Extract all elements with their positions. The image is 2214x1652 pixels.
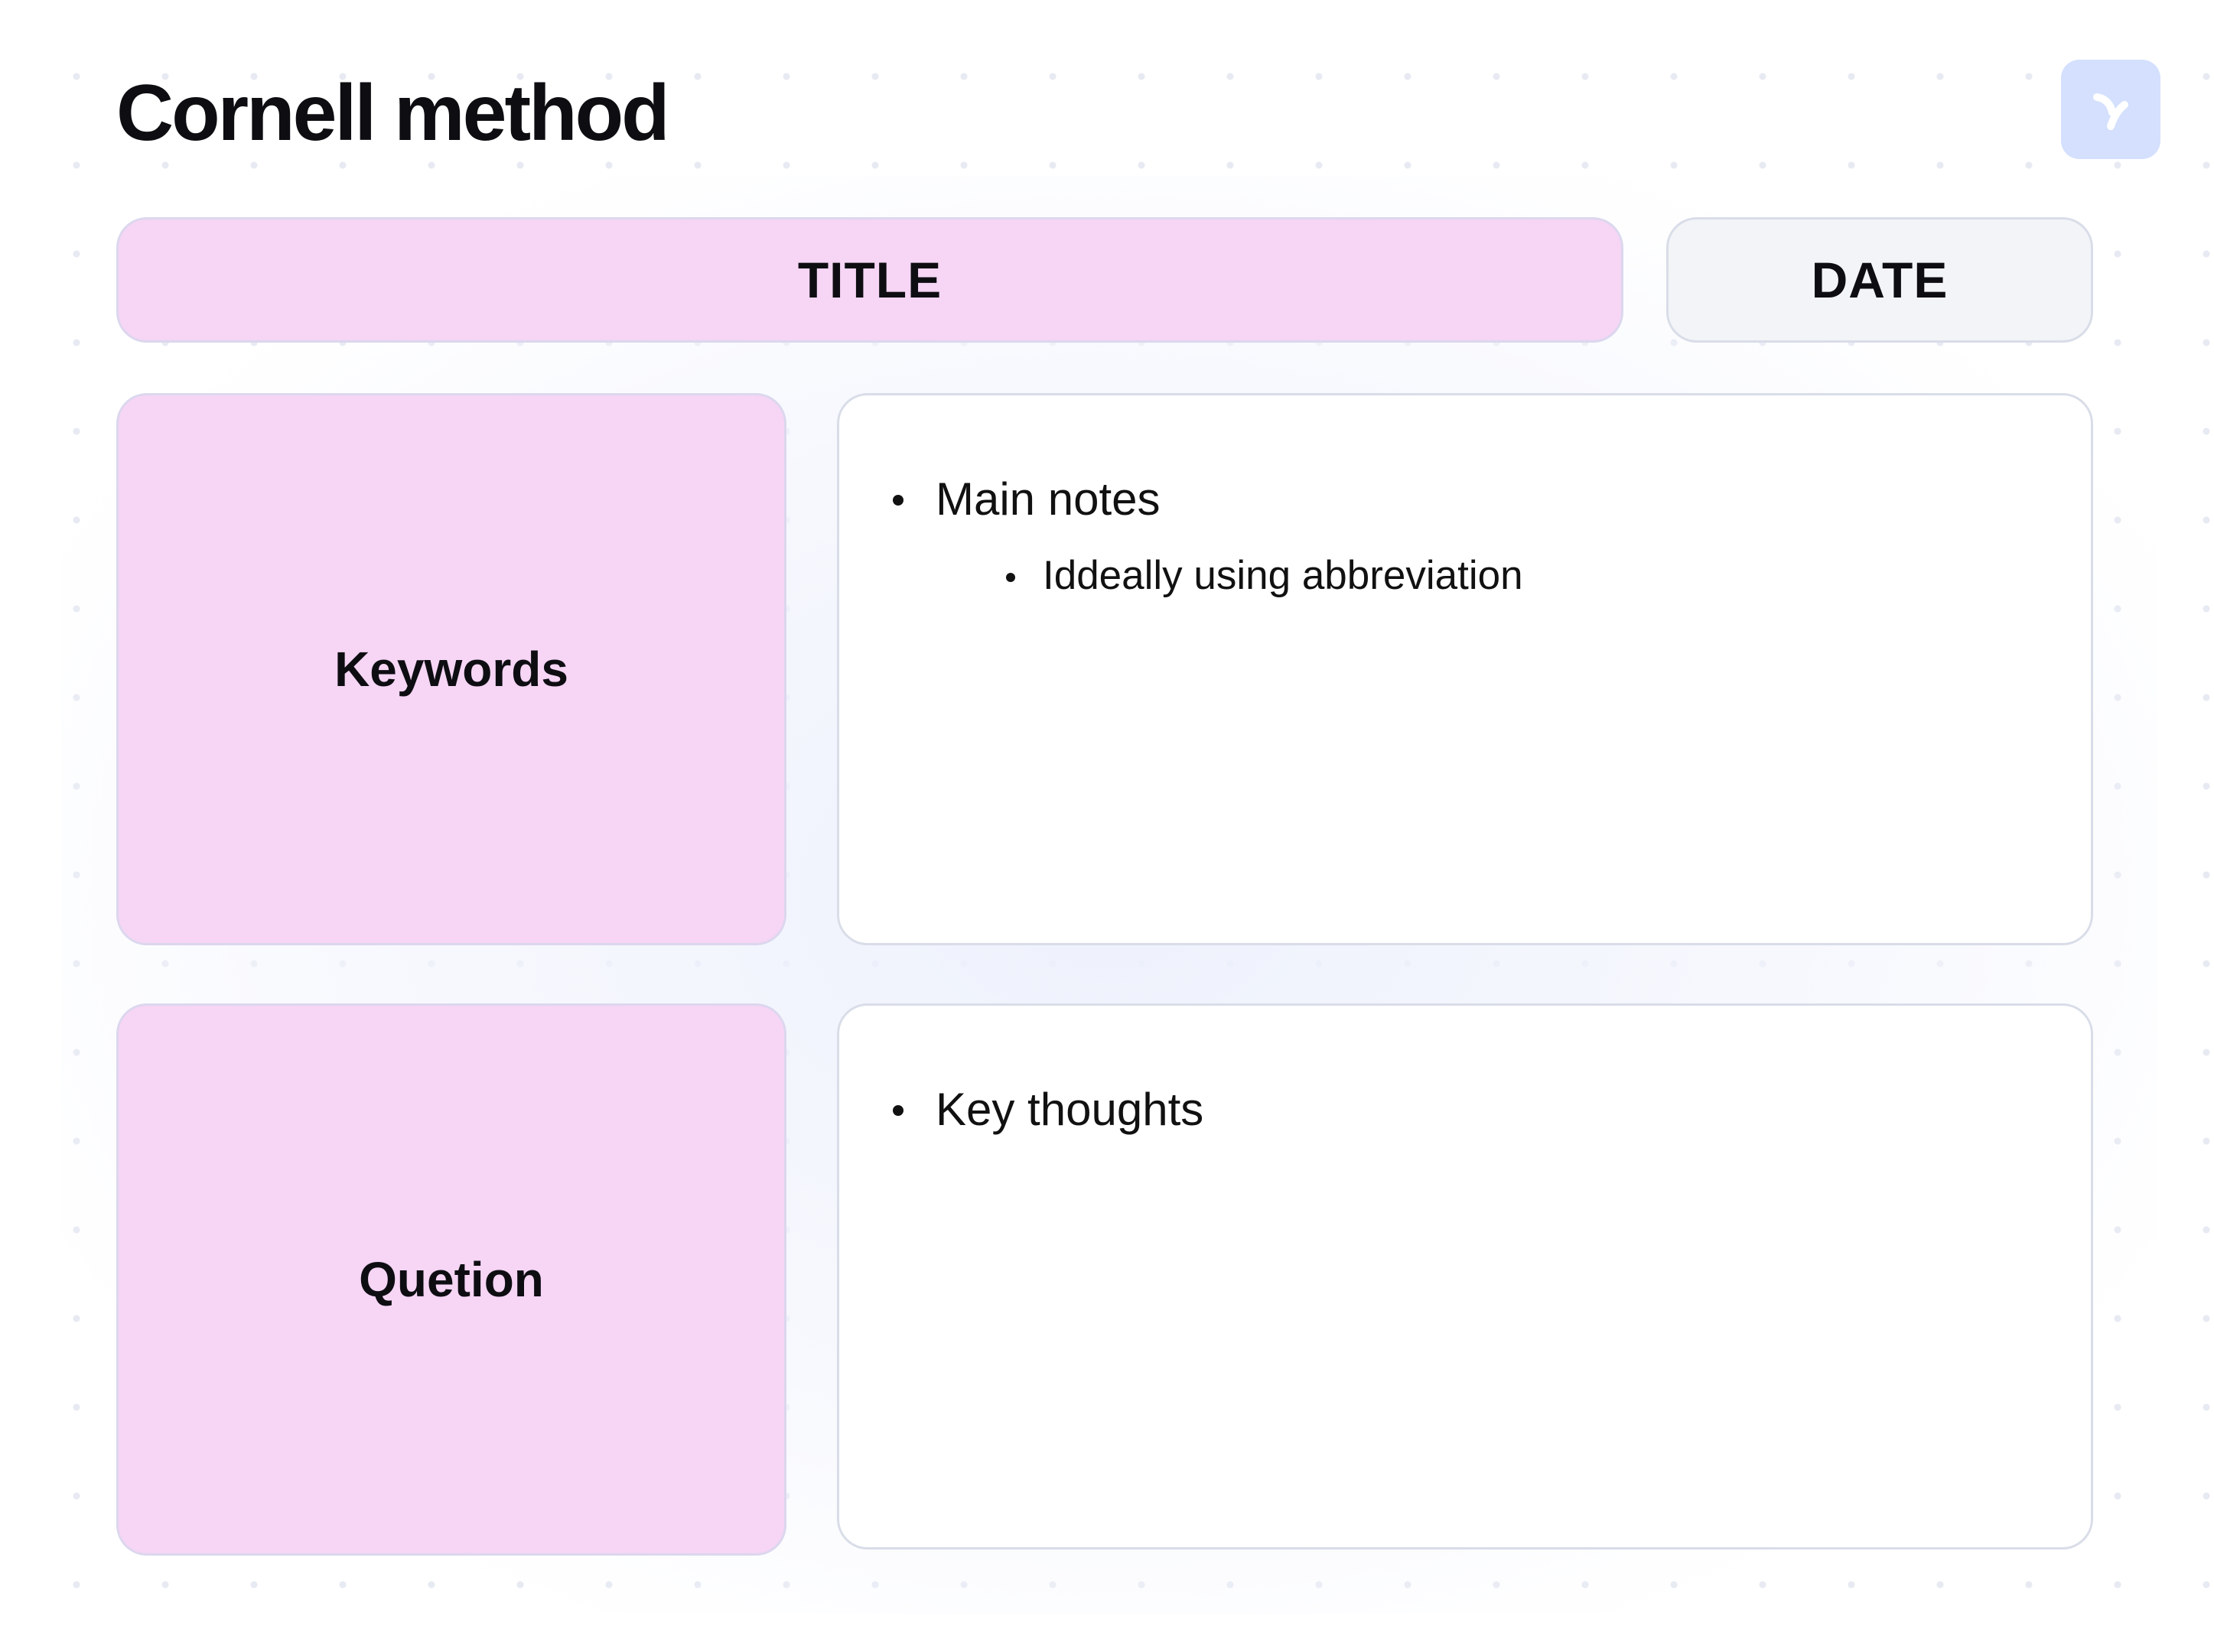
list-item: Main notes [893,472,1523,527]
question-section[interactable]: Quetion [116,1003,786,1556]
note-subtext: Iddeally using abbreviation [1043,553,1523,598]
summary-text: Key thoughts [936,1084,1204,1135]
app-logo-button[interactable] [2061,60,2160,159]
title-field[interactable]: TITLE [116,217,1623,343]
note-text: Main notes [936,473,1161,525]
page-title: Cornell method [116,69,670,158]
summary-section[interactable]: Key thoughts [837,1003,2093,1550]
notes-list: Main notes Iddeally using abbreviation [893,472,1523,600]
bullet-icon [893,495,904,506]
list-item: Key thoughts [893,1082,1203,1137]
list-item: Iddeally using abbreviation [893,551,1523,600]
summary-list: Key thoughts [893,1082,1203,1137]
app-logo-icon [2093,93,2128,130]
keywords-section[interactable]: Keywords [116,393,786,945]
bullet-icon [1006,573,1015,582]
date-field[interactable]: DATE [1666,217,2093,343]
main-notes-section[interactable]: Main notes Iddeally using abbreviation [837,393,2093,945]
bullet-icon [893,1105,904,1116]
